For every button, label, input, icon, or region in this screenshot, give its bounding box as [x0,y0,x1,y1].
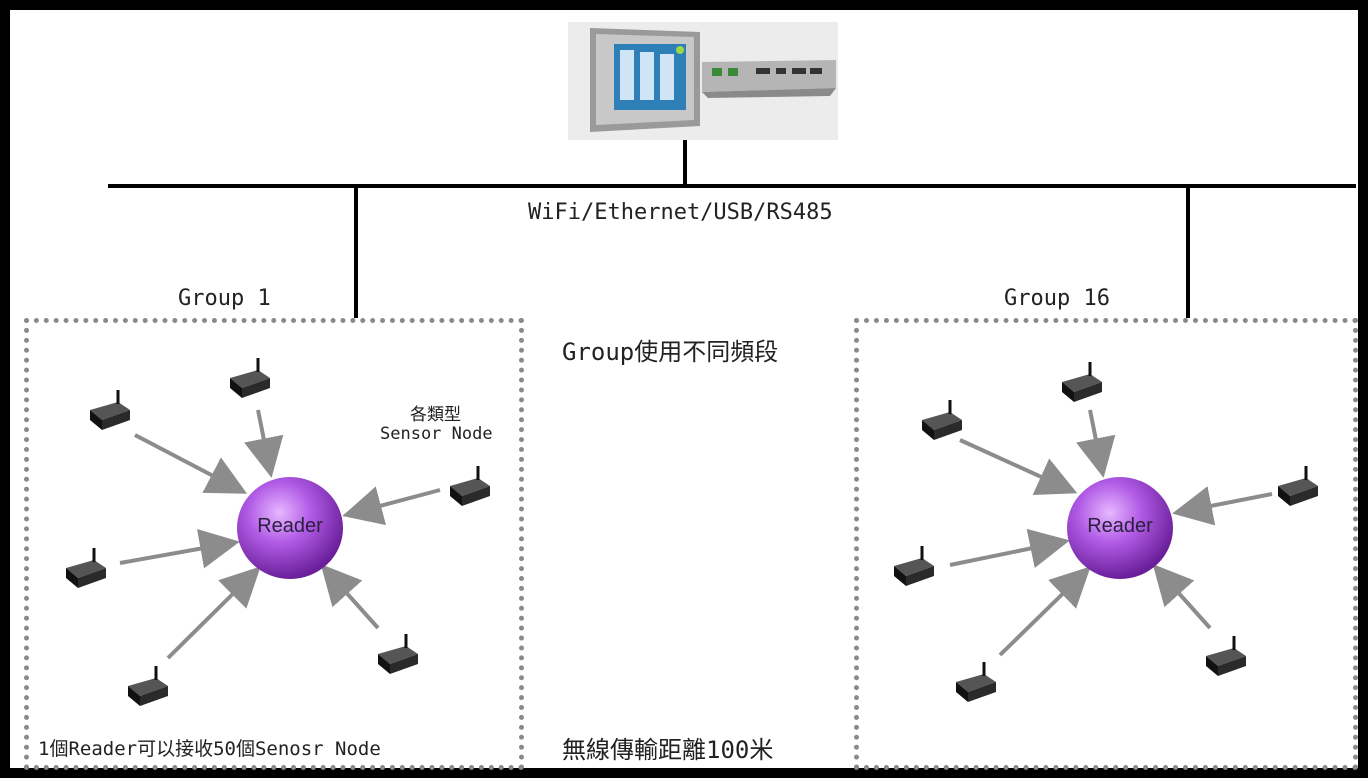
sensor-node-icon [1206,636,1246,676]
frequency-note: Group使用不同頻段 [562,338,779,366]
network-protocol-label: WiFi/Ethernet/USB/RS485 [528,200,833,225]
group1-box [24,318,524,770]
arrow [134,433,248,494]
arrow [166,566,261,660]
sensor-node-icon [1062,362,1102,402]
arrow [998,566,1091,657]
arrow [119,528,240,569]
sensor-node-icon [230,358,270,398]
sensor-node-icon [66,548,106,588]
sensor-node-icon [922,400,962,440]
group16-arrows [949,409,1273,657]
range-note: 無線傳輸距離100米 [562,736,774,764]
group16-box [854,318,1358,770]
arrow [959,438,1078,495]
arrow [1152,564,1212,630]
sensor-node-icon [128,666,168,706]
group16-title: Group 16 [1004,286,1110,311]
sensor-node-icon [894,546,934,586]
sensor-node-icon [450,466,490,506]
group1-arrows [119,409,441,660]
reader-label-group16: Reader [1087,515,1153,537]
panel-pc-image [568,22,838,140]
arrow [1172,486,1273,526]
reader-label-group1: Reader [257,515,323,537]
sensor-node-icons-group1 [66,358,490,706]
arrow [1076,409,1116,478]
reader-sphere-group16 [1067,477,1173,579]
sensor-node-icon [956,662,996,702]
reader-sphere-group1 [237,477,343,579]
arrow [244,409,284,478]
sensor-node-icon [378,634,418,674]
arrow [342,486,441,526]
arrow [949,528,1070,569]
sensor-node-icon [1278,466,1318,506]
sensor-type-label-line1: 各類型 [410,405,461,425]
sensor-node-icon [90,390,130,430]
arrow [320,564,380,630]
sensor-node-icons-group16 [894,362,1318,702]
sensor-type-label-line2: Sensor Node [380,424,493,444]
group1-title: Group 1 [178,286,271,311]
capacity-note: 1個Reader可以接收50個Senosr Node [38,738,381,760]
